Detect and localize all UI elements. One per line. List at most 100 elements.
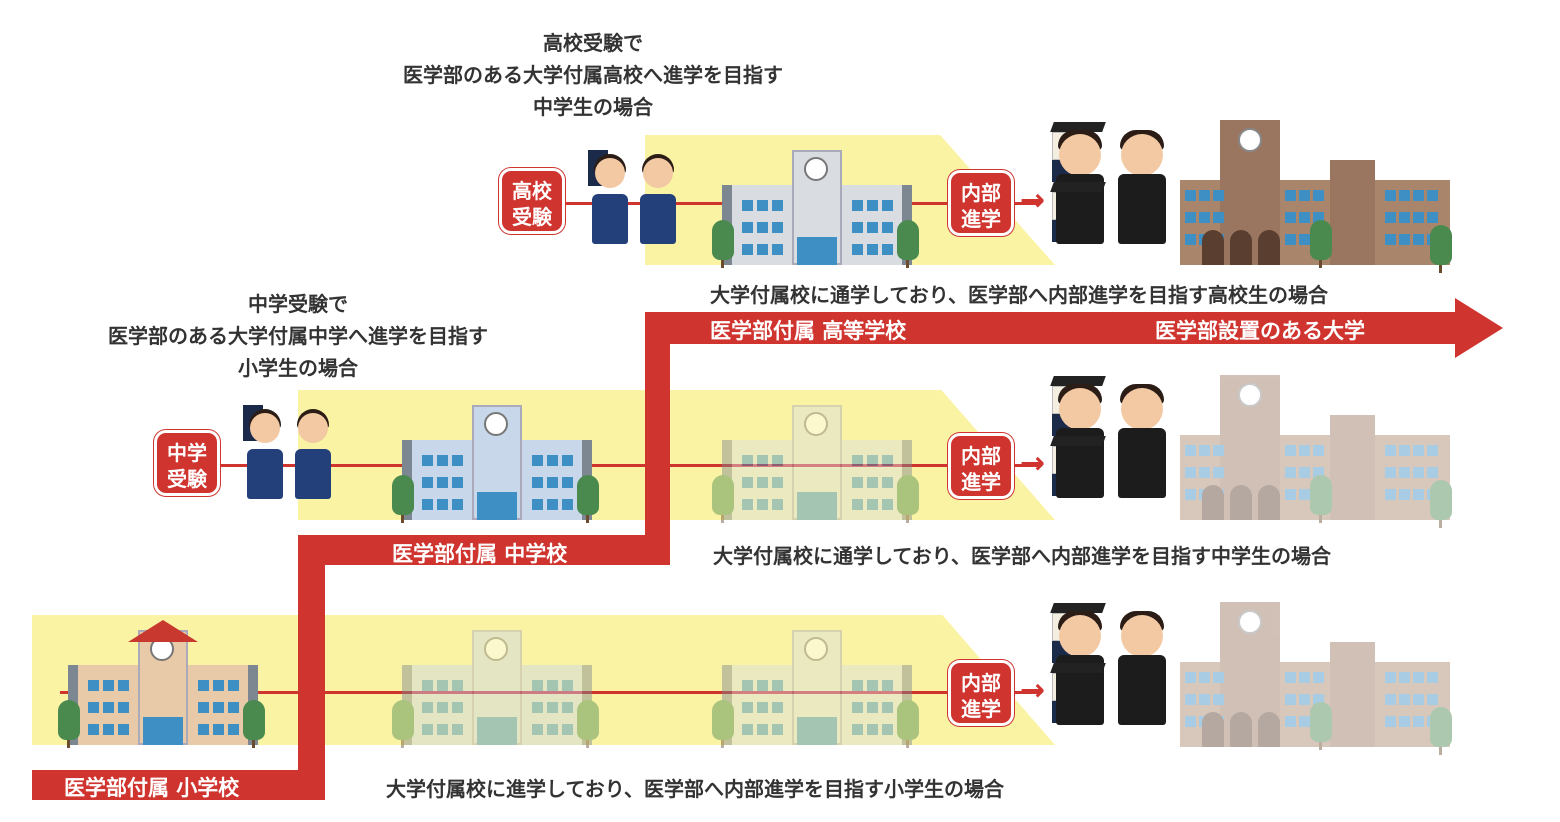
window — [1385, 467, 1396, 478]
tree-trunk — [906, 258, 909, 268]
window — [452, 499, 463, 510]
uniform — [247, 449, 283, 499]
window — [213, 702, 224, 713]
window — [1213, 672, 1224, 683]
window — [103, 724, 114, 735]
window — [742, 724, 753, 735]
window — [1213, 445, 1224, 456]
tree-icon — [577, 700, 599, 740]
tree-icon — [1430, 707, 1452, 747]
window — [867, 222, 878, 233]
window — [1413, 234, 1424, 245]
window — [1427, 212, 1438, 223]
window — [742, 680, 753, 691]
window — [742, 200, 753, 211]
window — [1399, 445, 1410, 456]
window — [1185, 672, 1196, 683]
elementary-band-label: 医学部付属 小学校 — [64, 776, 240, 800]
tree-icon — [897, 220, 919, 260]
window — [772, 244, 783, 255]
window — [1313, 190, 1324, 201]
face — [643, 158, 673, 188]
window — [213, 724, 224, 735]
tree-trunk — [586, 738, 589, 748]
window — [88, 702, 99, 713]
window — [1185, 190, 1196, 201]
window — [1285, 190, 1296, 201]
window — [1427, 489, 1438, 500]
window — [882, 680, 893, 691]
window — [1285, 489, 1296, 500]
window — [1399, 489, 1410, 500]
heading-line: 小学生の場合 — [238, 356, 358, 380]
mortarboard-icon — [1050, 663, 1106, 673]
path-line-junior — [185, 464, 1040, 467]
building-shadow — [722, 665, 912, 745]
window — [422, 724, 433, 735]
badge-text: 内部 — [961, 444, 1001, 468]
clock-icon — [804, 637, 828, 661]
face — [1059, 615, 1101, 657]
window — [88, 680, 99, 691]
window — [422, 702, 433, 713]
university-building — [1160, 120, 1452, 273]
tree-trunk — [252, 738, 255, 748]
arrow-right-icon: → — [1020, 183, 1046, 218]
window — [1385, 445, 1396, 456]
window — [772, 680, 783, 691]
tree-icon — [1310, 220, 1332, 260]
window — [1427, 694, 1438, 705]
tree-trunk — [1439, 263, 1442, 273]
tree-icon — [1310, 475, 1332, 515]
window — [742, 477, 753, 488]
junior-exam-badge: 中学受験 — [154, 430, 220, 496]
window — [1385, 234, 1396, 245]
window — [1299, 489, 1310, 500]
heading-line: 医学部のある大学付属高校へ進学を目指す — [403, 63, 783, 87]
tree-trunk — [721, 738, 724, 748]
tower — [1330, 160, 1375, 265]
elementary-caption: 大学付属校に進学しており、医学部へ内部進学を目指す小学生の場合 — [386, 777, 1004, 801]
tree-icon — [1430, 480, 1452, 520]
window — [562, 477, 573, 488]
window — [852, 222, 863, 233]
window — [422, 455, 433, 466]
window — [1185, 694, 1196, 705]
graduates — [1050, 603, 1177, 748]
window — [1427, 445, 1438, 456]
internal-badge-junior: 内部進学 — [948, 433, 1014, 499]
uniform — [1118, 655, 1166, 725]
clock-icon — [484, 637, 508, 661]
window — [867, 200, 878, 211]
window — [1199, 694, 1210, 705]
window — [742, 222, 753, 233]
window — [742, 499, 753, 510]
window — [757, 702, 768, 713]
window — [1199, 445, 1210, 456]
entrance-door — [477, 492, 517, 520]
window — [1213, 694, 1224, 705]
graduates — [1050, 376, 1177, 521]
window — [772, 455, 783, 466]
path-riser-1 — [298, 535, 325, 800]
window — [1313, 445, 1324, 456]
window — [867, 477, 878, 488]
window — [882, 702, 893, 713]
face — [1121, 134, 1163, 176]
window — [1385, 212, 1396, 223]
window — [562, 724, 573, 735]
window — [1313, 672, 1324, 683]
tree-icon — [392, 700, 414, 740]
window — [852, 200, 863, 211]
badge-text: 進学 — [961, 697, 1001, 721]
window — [1299, 445, 1310, 456]
window — [757, 200, 768, 211]
window — [1285, 716, 1296, 727]
window — [532, 455, 543, 466]
tree-icon — [58, 700, 80, 740]
high-school-building-faded — [712, 625, 922, 748]
window — [1399, 716, 1410, 727]
window — [1185, 234, 1196, 245]
badge-text: 受験 — [512, 205, 552, 229]
window — [1199, 212, 1210, 223]
